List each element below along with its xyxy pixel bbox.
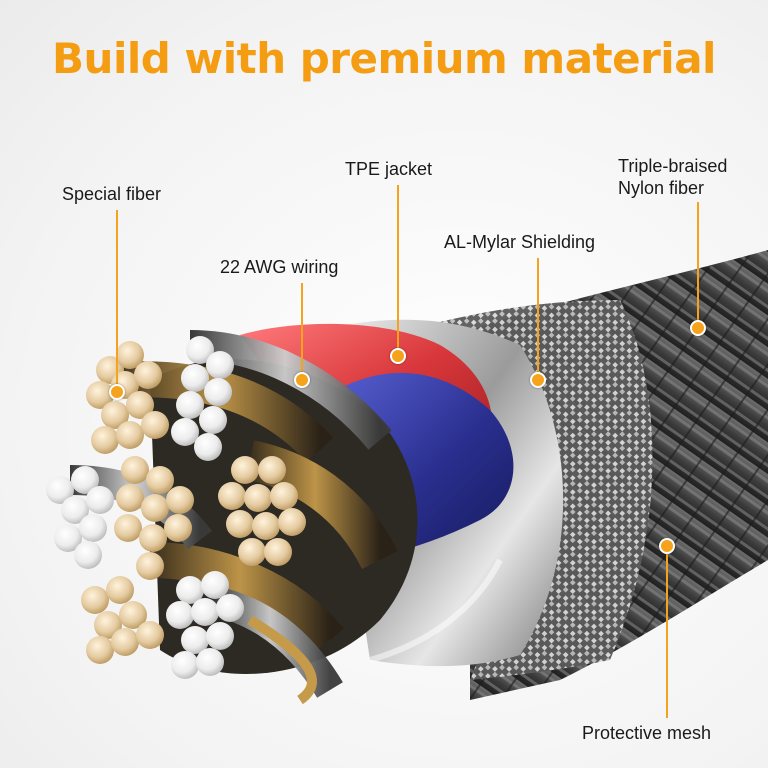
silver-wire-bundle-top	[171, 336, 234, 461]
leader-line-protective-mesh	[666, 548, 668, 718]
silver-wire-bundle-bottom	[166, 571, 244, 679]
callout-22-awg-wiring: 22 AWG wiring	[220, 257, 339, 277]
silver-wire-bundle-left	[46, 466, 114, 569]
marker-dot-triple-braised	[690, 320, 706, 336]
leader-line-tpe-jacket	[397, 185, 399, 353]
leader-line-special-fiber	[116, 210, 118, 390]
callout-al-mylar-shielding: AL-Mylar Shielding	[444, 232, 596, 252]
callout-triple-braised-nylon: Triple-braised Nylon fiber	[618, 155, 727, 199]
special-fiber-bundle	[86, 341, 169, 454]
marker-dot-protective-mesh	[659, 538, 675, 554]
gold-wire-bundle-center	[114, 456, 194, 580]
callout-special-fiber: Special fiber	[62, 184, 162, 204]
callout-protective-mesh: Protective mesh	[582, 723, 712, 743]
marker-dot-22-awg	[294, 372, 310, 388]
leader-line-22-awg	[301, 283, 303, 376]
page-title: Build with premium material	[52, 34, 716, 83]
marker-dot-special-fiber	[109, 384, 125, 400]
marker-dot-al-mylar	[530, 372, 546, 388]
callout-triple-braised-line1: Triple-braised	[618, 156, 728, 176]
callout-triple-braised-line2: Nylon fiber	[618, 178, 705, 198]
gold-wire-bundle-right	[218, 456, 306, 566]
marker-dot-tpe-jacket	[390, 348, 406, 364]
leader-line-triple-braised	[697, 202, 699, 324]
leader-line-al-mylar	[537, 258, 539, 376]
gold-wire-bundle-bottom	[81, 576, 164, 664]
callout-tpe-jacket: TPE jacket	[345, 159, 433, 179]
